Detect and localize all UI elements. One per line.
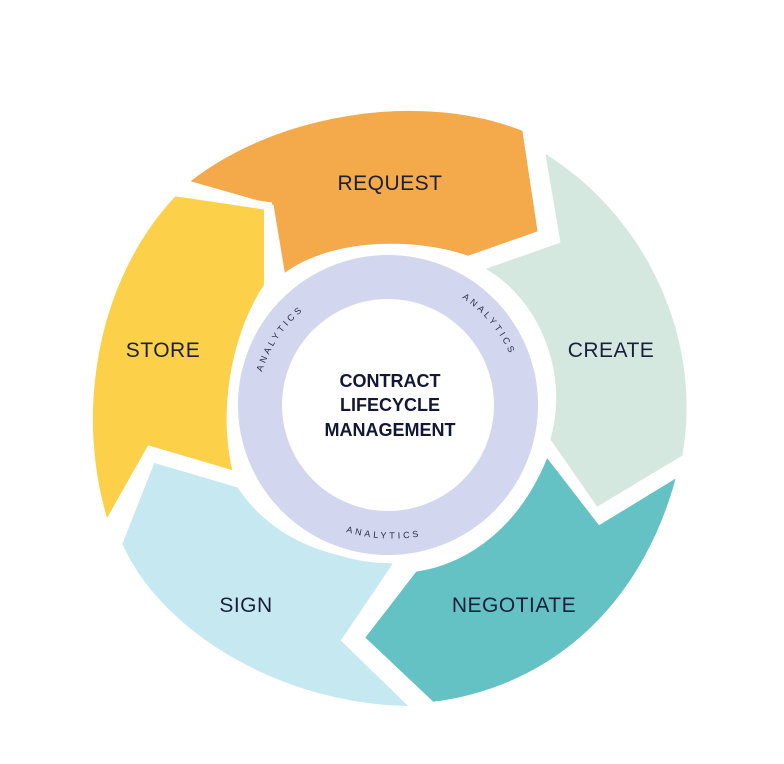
center-title-line-1: CONTRACT xyxy=(340,371,441,391)
center-title-line-2: LIFECYCLE xyxy=(340,395,440,415)
stage-label-negotiate: NEGOTIATE xyxy=(452,594,576,617)
stage-negotiate-arrow[interactable] xyxy=(354,441,689,711)
stage-request-arrow[interactable] xyxy=(173,102,547,288)
stage-label-create: CREATE xyxy=(568,339,655,362)
stage-label-request: REQUEST xyxy=(337,172,442,195)
stage-create-arrow[interactable] xyxy=(465,138,695,518)
center-disc xyxy=(282,299,494,511)
stage-label-store: STORE xyxy=(126,339,200,362)
center-title-line-3: MANAGEMENT xyxy=(325,420,456,440)
stage-label-sign: SIGN xyxy=(219,594,272,617)
stage-store-arrow[interactable] xyxy=(84,187,272,538)
